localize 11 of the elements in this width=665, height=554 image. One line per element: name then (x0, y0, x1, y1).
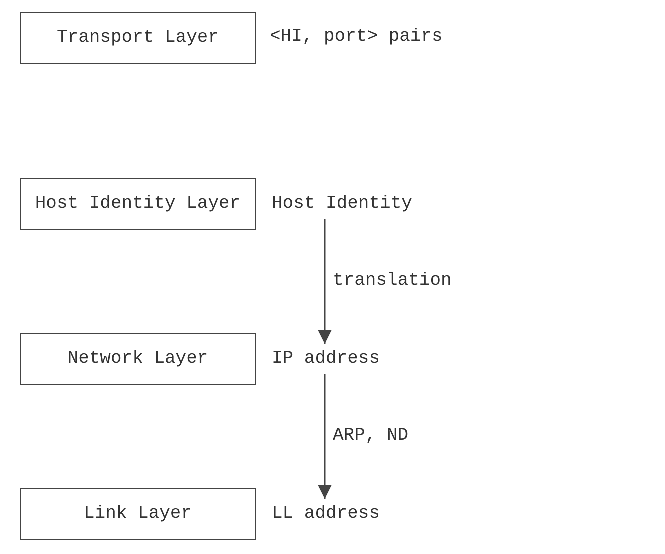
layer-box: Host Identity Layer (20, 178, 256, 230)
layer-box: Transport Layer (20, 12, 256, 64)
annotation-text: <HI, port> pairs (270, 27, 443, 47)
edge-label: ARP, ND (331, 426, 411, 446)
address-text: IP address (272, 346, 392, 372)
address-text: LL address (272, 501, 392, 527)
layer-box: Network Layer (20, 333, 256, 385)
arrow (318, 374, 332, 499)
address-text: Host Identity (272, 191, 422, 217)
layer-box: Link Layer (20, 488, 256, 540)
arrow (318, 219, 332, 344)
